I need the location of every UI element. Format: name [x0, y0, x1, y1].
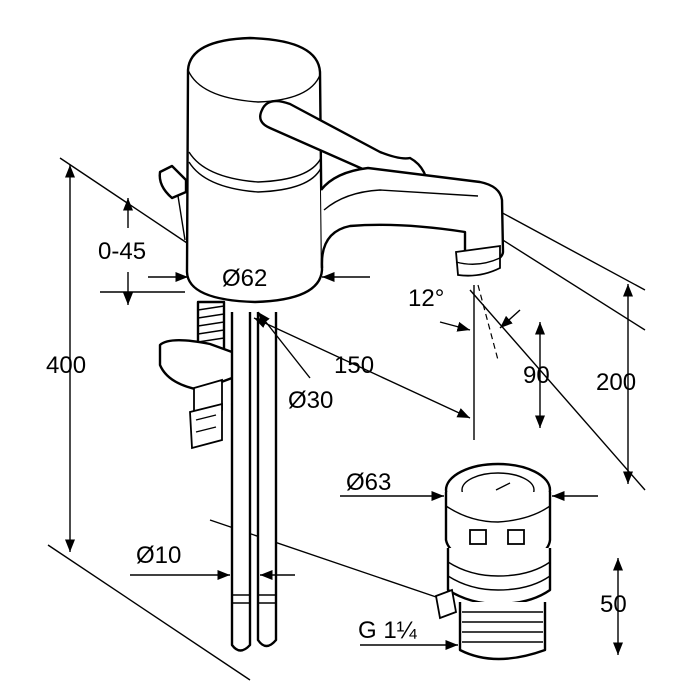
label-flow-range: 0-45 [98, 238, 146, 265]
label-pipe-diameter: Ø10 [136, 542, 181, 569]
label-waste-height: 50 [600, 591, 627, 618]
label-diameter-base: Ø62 [222, 265, 267, 292]
label-thread: G 1¼ [358, 617, 418, 644]
label-spout-reach: 150 [334, 352, 374, 379]
dimension-lines [64, 165, 634, 655]
label-diameter-hole: Ø30 [288, 387, 333, 414]
label-outlet-height: 200 [596, 369, 636, 396]
waste-valve [434, 462, 552, 661]
label-spout-height: 90 [523, 362, 550, 389]
label-spout-angle: 12° [408, 285, 444, 312]
label-waste-diameter: Ø63 [346, 469, 391, 496]
label-height-total: 400 [46, 352, 86, 379]
faucet-body [47, 36, 646, 681]
